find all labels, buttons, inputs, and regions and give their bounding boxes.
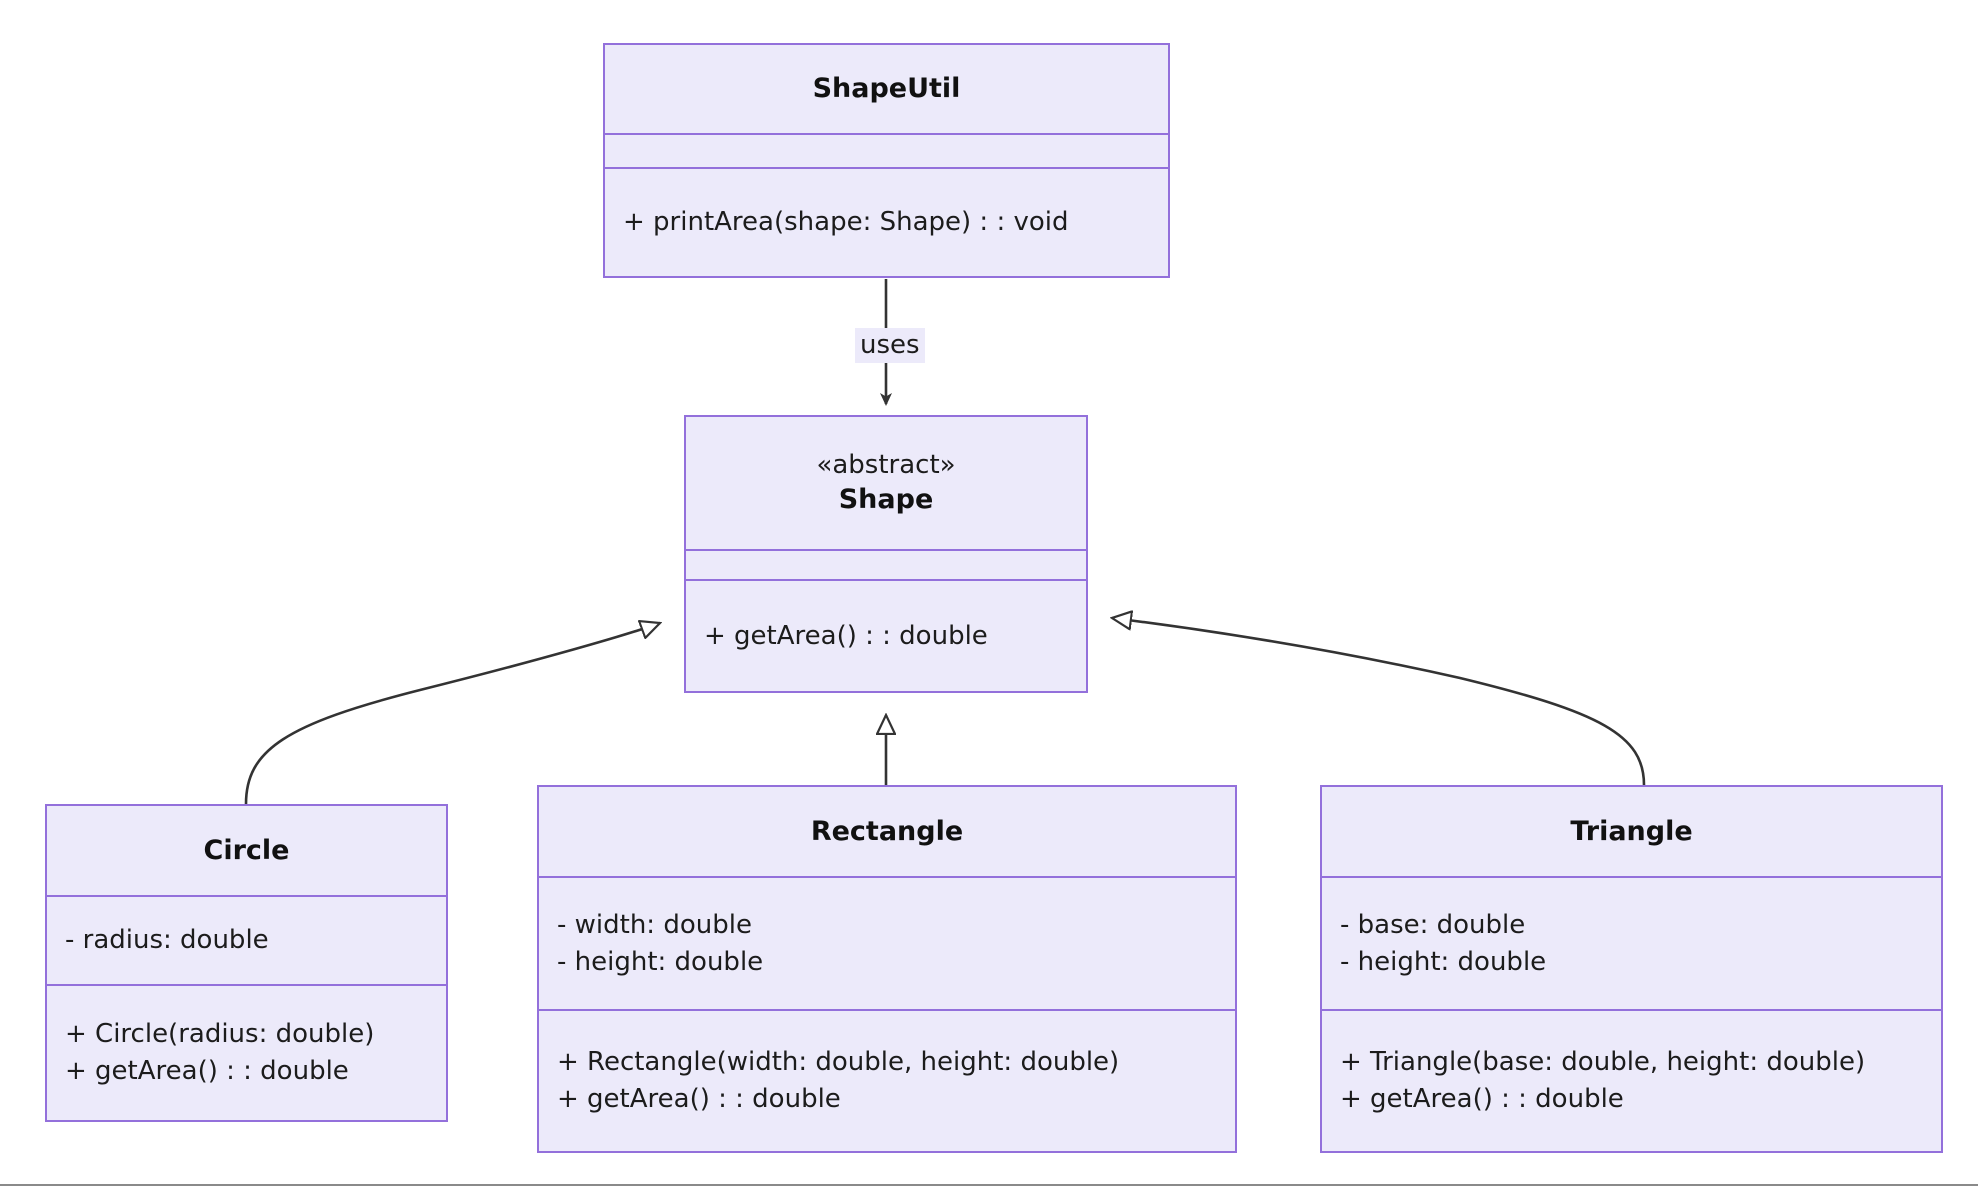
class-box-rectangle[interactable]: Rectangle - width: double - height: doub…: [537, 785, 1237, 1153]
class-member: - width: double: [557, 909, 752, 940]
class-methods-triangle: + Triangle(base: double, height: double)…: [1322, 1009, 1941, 1151]
class-member: + getArea() : : double: [557, 1084, 841, 1114]
class-member: + getArea() : : double: [704, 620, 988, 651]
class-member: + Rectangle(width: double, height: doubl…: [557, 1047, 1120, 1078]
class-methods-shape: + getArea() : : double: [686, 579, 1086, 691]
class-member: - height: double: [1340, 946, 1547, 977]
edge-circle-extends-shape: [244, 623, 660, 805]
class-member: + Triangle(base: double, height: double): [1340, 1047, 1866, 1078]
class-methods-rectangle: + Rectangle(width: double, height: doubl…: [539, 1009, 1235, 1151]
class-header-shape: «abstract» Shape: [686, 417, 1086, 549]
class-header-shapeutil: ShapeUtil: [605, 45, 1168, 133]
class-member: - radius: double: [65, 925, 269, 956]
class-member: - base: double: [1340, 909, 1526, 940]
class-box-triangle[interactable]: Triangle - base: double - height: double…: [1320, 785, 1943, 1153]
edge-label-uses: uses: [855, 328, 925, 363]
class-methods-circle: + Circle(radius: double) + getArea() : :…: [47, 984, 446, 1120]
class-member: + printArea(shape: Shape) : : void: [623, 207, 1069, 238]
class-name-shapeutil: ShapeUtil: [812, 73, 961, 105]
class-attributes-rectangle: - width: double - height: double: [539, 876, 1235, 1009]
class-member: + getArea() : : double: [1340, 1084, 1624, 1114]
class-attributes-circle: - radius: double: [47, 895, 446, 984]
class-header-triangle: Triangle: [1322, 787, 1941, 876]
class-name-triangle: Triangle: [1570, 815, 1693, 847]
class-box-shapeutil[interactable]: ShapeUtil + printArea(shape: Shape) : : …: [603, 43, 1170, 278]
class-header-circle: Circle: [47, 806, 446, 895]
edge-triangle-extends-shape: [1112, 618, 1646, 786]
class-stereotype-shape: «abstract»: [816, 450, 956, 481]
class-attributes-shape: [686, 549, 1086, 579]
class-name-circle: Circle: [203, 834, 290, 866]
class-attributes-shapeutil: [605, 133, 1168, 167]
class-header-rectangle: Rectangle: [539, 787, 1235, 876]
class-name-rectangle: Rectangle: [810, 815, 964, 847]
class-member: - height: double: [557, 946, 764, 977]
class-member: + Circle(radius: double): [65, 1019, 375, 1050]
class-attributes-triangle: - base: double - height: double: [1322, 876, 1941, 1009]
class-member: + getArea() : : double: [65, 1056, 349, 1086]
class-box-shape[interactable]: «abstract» Shape + getArea() : : double: [684, 415, 1088, 693]
class-methods-shapeutil: + printArea(shape: Shape) : : void: [605, 167, 1168, 276]
page-bottom-divider: [0, 1184, 1978, 1186]
class-box-circle[interactable]: Circle - radius: double + Circle(radius:…: [45, 804, 448, 1122]
class-name-shape: Shape: [838, 483, 934, 515]
